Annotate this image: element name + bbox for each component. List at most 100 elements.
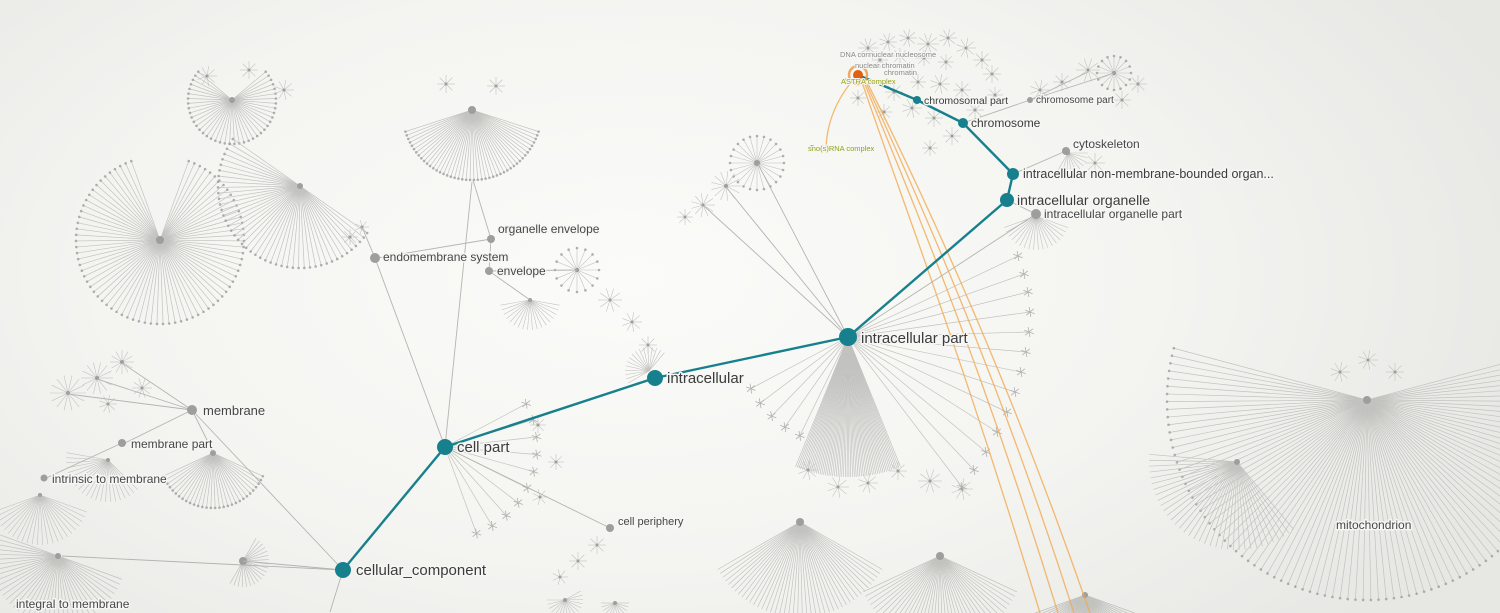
child-node-cluster[interactable]	[987, 87, 1003, 103]
node-label-membrane_part[interactable]: membrane part	[130, 436, 215, 453]
child-node-cluster[interactable]	[216, 137, 369, 270]
child-node-cluster[interactable]	[404, 106, 540, 182]
child-node-cluster[interactable]	[1076, 58, 1100, 82]
child-node-cluster[interactable]	[1149, 453, 1294, 550]
node-nucleosome[interactable]	[853, 70, 863, 80]
node-label-membrane[interactable]: membrane	[202, 402, 267, 420]
child-node-cluster[interactable]	[1019, 592, 1151, 613]
child-node-cluster[interactable]	[81, 362, 113, 394]
child-node-cluster[interactable]	[872, 52, 888, 68]
node-intracellular_organelle[interactable]	[1000, 193, 1014, 207]
node-label-endomembrane_system[interactable]: endomembrane system	[382, 249, 510, 266]
child-node-cluster[interactable]	[858, 38, 878, 58]
node-chromosome_part[interactable]	[1027, 97, 1033, 103]
node-label-intracellular_nmb_organelle[interactable]: intracellular non-membrane-bounded organ…	[1022, 166, 1276, 183]
node-membrane_part[interactable]	[118, 439, 126, 447]
node-envelope[interactable]	[485, 267, 493, 275]
child-node-cluster[interactable]	[598, 288, 622, 312]
node-label-mitochondrion[interactable]: mitochondrion	[1335, 517, 1413, 534]
child-node-cluster[interactable]	[1165, 346, 1500, 602]
node-intracellular[interactable]	[647, 370, 663, 386]
node-cell_periphery[interactable]	[606, 524, 614, 532]
child-node-cluster[interactable]	[74, 159, 246, 326]
child-node-cluster[interactable]	[66, 452, 138, 502]
child-node-cluster[interactable]	[197, 66, 217, 86]
node-intrinsic_to_membrane[interactable]	[40, 474, 48, 482]
node-label-chromosomal_part[interactable]: chromosomal part	[923, 94, 1010, 109]
child-node-cluster[interactable]	[899, 29, 917, 47]
child-node-cluster[interactable]	[953, 81, 971, 99]
child-node-cluster[interactable]	[918, 469, 942, 493]
child-node-cluster[interactable]	[983, 65, 1001, 83]
node-intracellular_organelle_part[interactable]	[1031, 209, 1041, 219]
child-node-cluster[interactable]	[711, 171, 741, 201]
child-node-cluster[interactable]	[1330, 362, 1350, 382]
child-node-cluster[interactable]	[1129, 75, 1147, 93]
node-membrane[interactable]	[187, 405, 197, 415]
node-cell_part[interactable]	[437, 439, 453, 455]
child-node-cluster[interactable]	[1030, 80, 1050, 100]
child-node-cluster[interactable]	[691, 193, 715, 217]
child-node-cluster[interactable]	[1085, 153, 1105, 173]
node-label-intracellular_organelle_part[interactable]: intracellular organelle part	[1043, 206, 1185, 223]
node-intracellular_nmb_organelle[interactable]	[1007, 168, 1019, 180]
node-label-envelope[interactable]: envelope	[496, 263, 548, 280]
child-node-cluster[interactable]	[956, 38, 976, 58]
child-node-cluster[interactable]	[487, 77, 505, 95]
node-label-chromosome_part[interactable]: chromosome part	[1035, 94, 1116, 108]
child-node-cluster[interactable]	[889, 462, 907, 480]
child-node-cluster[interactable]	[1386, 363, 1404, 381]
node-label-intracellular_organelle[interactable]: intracellular organelle	[1016, 191, 1152, 210]
node-label-cytoskeleton[interactable]: cytoskeleton	[1072, 136, 1142, 153]
child-node-cluster[interactable]	[677, 209, 693, 225]
node-label-organelle_envelope[interactable]: organelle envelope	[497, 221, 602, 238]
child-node-cluster[interactable]	[798, 460, 818, 480]
node-cytoskeleton[interactable]	[1062, 147, 1070, 155]
child-node-cluster[interactable]	[938, 54, 954, 70]
child-node-cluster[interactable]	[879, 33, 897, 51]
child-node-cluster[interactable]	[110, 350, 134, 374]
node-label-cell_part[interactable]: cell part	[456, 438, 512, 458]
child-node-cluster[interactable]	[588, 536, 606, 554]
child-node-cluster[interactable]	[50, 375, 86, 411]
child-node-cluster[interactable]	[939, 29, 957, 47]
child-node-cluster[interactable]	[910, 74, 926, 90]
child-node-cluster[interactable]	[99, 395, 117, 413]
child-node-cluster[interactable]	[827, 476, 849, 498]
child-node-cluster[interactable]	[862, 552, 1018, 613]
node-label-cell_periphery[interactable]: cell periphery	[617, 515, 686, 530]
child-node-cluster[interactable]	[746, 336, 849, 441]
child-node-cluster[interactable]	[0, 533, 123, 613]
child-node-cluster[interactable]	[161, 450, 265, 510]
node-astra_complex_node[interactable]	[842, 78, 848, 84]
child-node-cluster[interactable]	[500, 298, 560, 330]
node-chromosome[interactable]	[958, 118, 968, 128]
child-node-cluster[interactable]	[728, 134, 786, 192]
node-snorna_complex_node[interactable]	[809, 145, 815, 151]
child-node-cluster[interactable]	[966, 101, 984, 119]
child-node-cluster[interactable]	[0, 493, 88, 545]
node-cellular_component[interactable]	[335, 562, 351, 578]
node-label-intrinsic_to_membrane[interactable]: intrinsic to membrane	[51, 471, 169, 488]
child-node-cluster[interactable]	[639, 336, 657, 354]
node-label-cellular_component[interactable]: cellular_component	[355, 561, 489, 581]
node-endomembrane_system[interactable]	[370, 253, 380, 263]
child-node-cluster[interactable]	[925, 109, 943, 127]
child-node-cluster[interactable]	[274, 80, 294, 100]
child-node-cluster[interactable]	[530, 417, 546, 433]
node-label-intracellular[interactable]: intracellular	[666, 369, 746, 389]
child-node-cluster[interactable]	[916, 50, 932, 66]
node-label-chromosome[interactable]: chromosome	[970, 115, 1043, 132]
child-node-cluster[interactable]	[569, 552, 587, 570]
child-node-cluster[interactable]	[625, 347, 665, 384]
node-organelle_envelope[interactable]	[487, 235, 495, 243]
child-node-cluster[interactable]	[186, 70, 278, 146]
child-node-cluster[interactable]	[240, 61, 258, 79]
child-node-cluster[interactable]	[795, 336, 901, 477]
child-node-cluster[interactable]	[1113, 91, 1131, 109]
child-node-cluster[interactable]	[858, 473, 878, 493]
child-node-cluster[interactable]	[930, 74, 950, 94]
child-node-cluster[interactable]	[922, 140, 938, 156]
child-node-cluster[interactable]	[547, 590, 583, 613]
